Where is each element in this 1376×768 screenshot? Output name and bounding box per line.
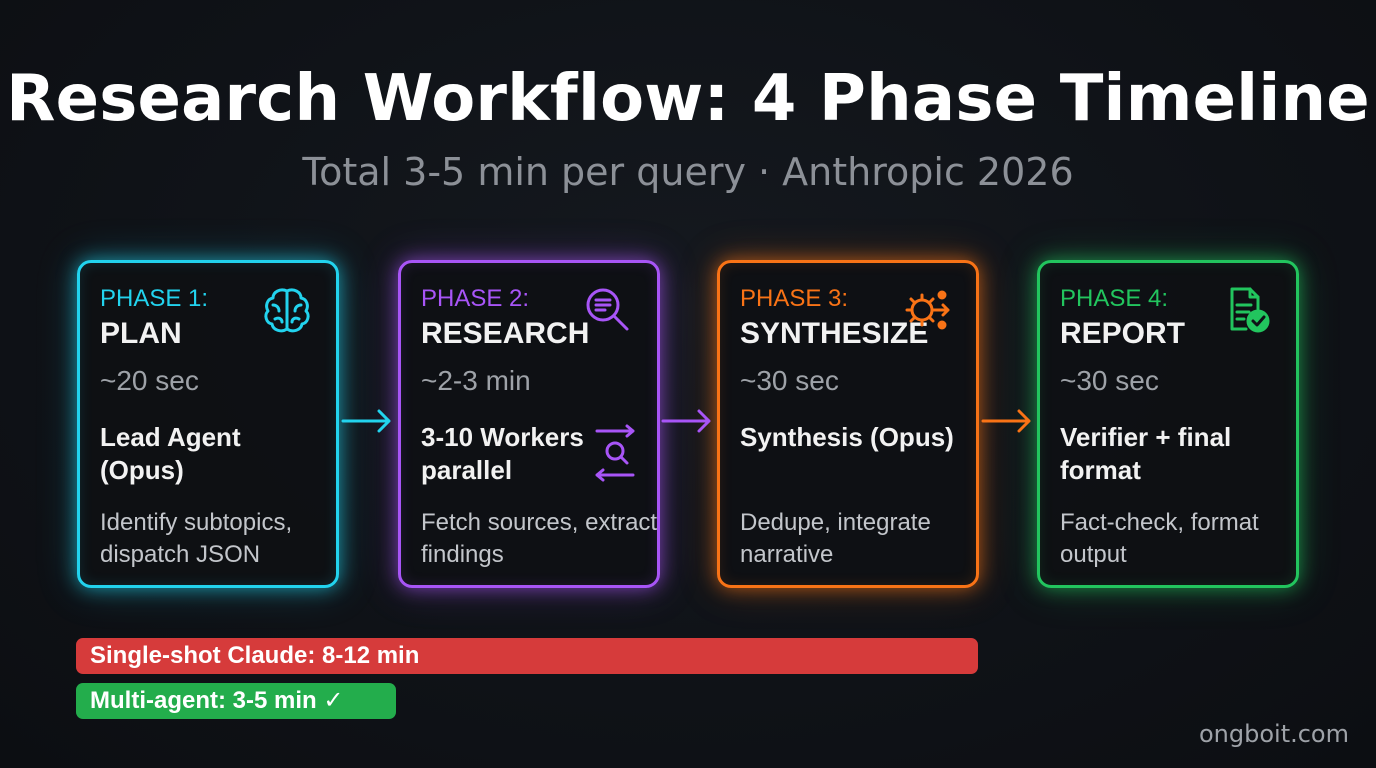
- arrow-phase3-to-phase4: [981, 409, 1031, 433]
- multi-agent-bar: Multi-agent: 3-5 min ✓: [76, 683, 396, 719]
- phase-duration: ~30 sec: [740, 365, 839, 396]
- phase-label: PHASE 4:: [1060, 285, 1169, 312]
- search-document-icon: [586, 288, 629, 331]
- phase-label: PHASE 3:: [740, 285, 849, 312]
- document-check-icon: [1230, 287, 1270, 333]
- phase-name: RESEARCH: [421, 317, 590, 350]
- phase-card-plan: PHASE 1: PLAN ~20 sec Lead Agent (Opus) …: [77, 260, 339, 588]
- phase-name: SYNTHESIZE: [740, 317, 929, 350]
- watermark: ongboit.com: [1198, 720, 1349, 748]
- arrow-phase2-to-phase3: [661, 409, 711, 433]
- phase-name: PLAN: [100, 317, 182, 350]
- phase-card-synthesize: PHASE 3: SYNTHESIZE ~30 sec Synthesis (O…: [717, 260, 979, 588]
- phase-description: Fact-check, format output: [1060, 509, 1259, 568]
- phase-name: REPORT: [1060, 317, 1186, 350]
- phase-description: Identify subtopics, dispatch JSON: [100, 509, 293, 568]
- phase-label: PHASE 2:: [421, 285, 530, 312]
- phase-card-report: PHASE 4: REPORT ~30 sec Verifier + final…: [1037, 260, 1299, 588]
- phase-agent: 3-10 Workers parallel: [421, 422, 584, 485]
- phase-agent: Lead Agent (Opus): [100, 422, 241, 485]
- single-shot-bar: Single-shot Claude: 8-12 min: [76, 638, 978, 674]
- phase-agent: Synthesis (Opus): [740, 422, 954, 452]
- phase-duration: ~20 sec: [100, 365, 199, 396]
- phase-label: PHASE 1:: [100, 285, 209, 312]
- arrow-phase1-to-phase2: [341, 409, 391, 433]
- parallel-workers-icon: [595, 424, 635, 482]
- phase-agent: Verifier + final format: [1060, 422, 1232, 485]
- phase-duration: ~30 sec: [1060, 365, 1159, 396]
- phase-duration: ~2-3 min: [421, 365, 531, 396]
- diagram-subtitle: Total 3-5 min per query · Anthropic 2026: [302, 150, 1074, 194]
- phase-description: Fetch sources, extract findings: [421, 509, 658, 568]
- phase-card-research: PHASE 2: RESEARCH ~2-3 min 3-10 Workers …: [398, 260, 660, 588]
- merge-gear-icon: [905, 290, 950, 330]
- brain-icon: [264, 288, 310, 333]
- phase-description: Dedupe, integrate narrative: [740, 509, 931, 568]
- diagram-title: Research Workflow: 4 Phase Timeline: [6, 62, 1370, 136]
